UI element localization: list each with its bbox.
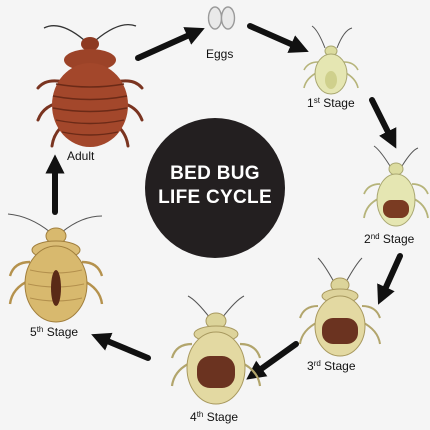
arrow-stage2-to-stage3 — [377, 253, 403, 305]
eggs-icon — [207, 6, 236, 30]
stage1-nymph-icon — [303, 25, 359, 95]
label-adult: Adult — [67, 150, 94, 162]
label-stage1-num: 1 — [307, 96, 314, 110]
label-stage3-suffix: Stage — [320, 359, 356, 373]
label-stage2-sup: nd — [370, 232, 380, 241]
label-stage4-sup: th — [196, 410, 204, 419]
arrow-stage4-to-stage5 — [91, 332, 151, 361]
label-eggs-text: Eggs — [206, 47, 234, 61]
label-stage2-num: 2 — [364, 232, 371, 246]
label-stage3: 3rd Stage — [307, 359, 356, 374]
label-stage5-suffix: Stage — [43, 325, 79, 339]
label-stage5: 5th Stage — [30, 325, 79, 340]
title-line-2: LIFE CYCLE — [158, 187, 272, 208]
arrow-stage3-to-stage4 — [246, 341, 299, 380]
label-stage1: 1st Stage — [307, 96, 355, 111]
label-stage5-num: 5 — [30, 325, 37, 339]
label-adult-text: Adult — [67, 149, 95, 163]
adult-bug-icon — [36, 23, 144, 148]
label-stage2-suffix: Stage — [379, 232, 415, 246]
stage4-nymph-icon — [170, 295, 262, 405]
label-eggs: Eggs — [206, 48, 233, 60]
title-line-1: BED BUG — [170, 163, 260, 184]
arrow-eggs-to-stage1 — [247, 23, 309, 53]
label-stage5-sup: th — [36, 325, 44, 334]
label-stage3-num: 3 — [307, 359, 314, 373]
label-stage3-sup: rd — [313, 359, 321, 368]
label-stage4-suffix: Stage — [203, 410, 239, 424]
label-stage4: 4th Stage — [190, 410, 239, 425]
diagram-title: BED BUG LIFE CYCLE — [150, 162, 280, 210]
label-stage2: 2nd Stage — [364, 232, 415, 247]
label-stage4-num: 4 — [190, 410, 197, 424]
stage2-nymph-icon — [363, 145, 429, 227]
stage5-nymph-icon — [7, 213, 104, 323]
center-circle — [145, 118, 285, 258]
stage3-nymph-icon — [299, 257, 381, 357]
label-stage1-sup: st — [313, 96, 320, 105]
label-stage1-suffix: Stage — [319, 96, 355, 110]
arrow-stage1-to-stage2 — [369, 97, 397, 149]
arrow-adult-to-eggs — [135, 27, 205, 61]
